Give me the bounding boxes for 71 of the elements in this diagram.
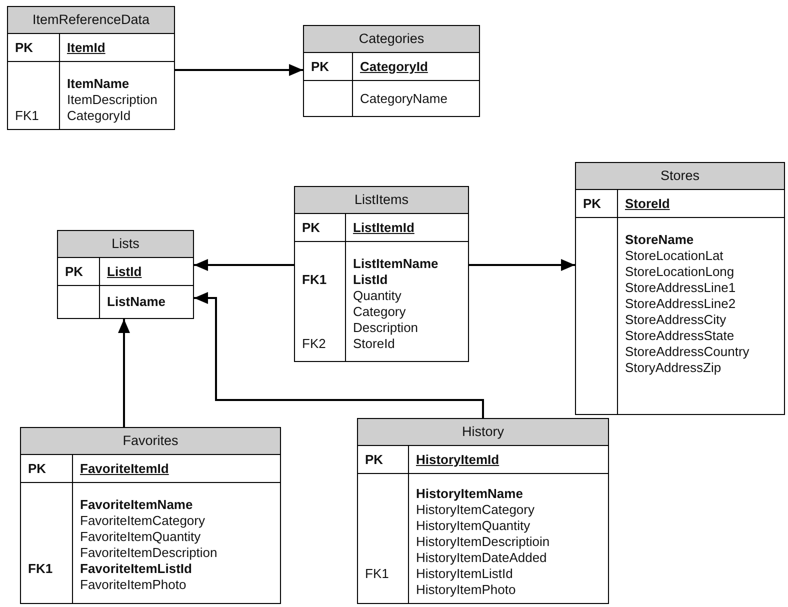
field-name: ItemId: [66, 38, 106, 57]
relationship-arrow: [469, 259, 575, 271]
entity-table: [575, 162, 785, 415]
relationship-arrow: [175, 64, 303, 76]
key-label: PK: [65, 264, 84, 279]
field-name: StoreLocationLong: [624, 263, 734, 282]
field-name: StoreAddressState: [624, 327, 734, 346]
relationship-arrow: [194, 292, 484, 418]
table-title: Categories: [358, 30, 424, 48]
key-label: PK: [28, 460, 46, 476]
field-name: ListName: [106, 293, 166, 312]
key-label: FK1: [15, 108, 39, 124]
key-label: PK: [15, 40, 34, 55]
table-title: Lists: [112, 234, 140, 253]
field-name: Quantity: [352, 287, 402, 306]
field-name: ListItemName: [352, 255, 438, 274]
entity-table: [57, 230, 194, 319]
key-label: PK: [311, 58, 330, 74]
table-title: History: [462, 422, 504, 441]
entity-table: [7, 6, 175, 130]
field-name: StoreAddressLine1: [624, 279, 736, 298]
field-name: HistoryItemQuantity: [415, 517, 530, 536]
field-name: StoreId: [352, 335, 395, 354]
field-name: StoreName: [624, 231, 694, 250]
field-name: HistoryItemDateAdded: [415, 549, 547, 568]
field-name: ListId: [352, 271, 388, 290]
key-label: PK: [302, 220, 320, 235]
relationship-arrow: [194, 259, 294, 271]
field-name: ItemName: [66, 75, 130, 94]
field-name: FavoriteItemCategory: [79, 512, 205, 530]
field-name: HistoryItemListId: [415, 565, 513, 584]
key-label: PK: [365, 452, 384, 467]
field-name: StoreAddressCity: [624, 311, 726, 330]
field-name: HistoryItemCategory: [415, 501, 534, 520]
entity-table: [20, 427, 281, 604]
field-name: Description: [352, 319, 418, 338]
key-label: FK2: [302, 336, 326, 352]
key-label: FK1: [365, 566, 389, 582]
field-name: HistoryItemId: [415, 450, 500, 469]
field-name: FavoriteItemListId: [79, 560, 192, 578]
entity-table: [303, 25, 480, 117]
table-title: ItemReferenceData: [32, 10, 150, 29]
field-name: HistoryItemName: [415, 485, 523, 504]
field-name: FavoriteItemName: [79, 496, 193, 514]
entity-table: [294, 186, 469, 362]
field-name: StoreId: [624, 194, 670, 213]
field-name: ItemDescription: [66, 91, 158, 110]
entity-table: [357, 418, 609, 604]
field-name: StoreAddressCountry: [624, 343, 750, 362]
field-name: CategoryId: [66, 107, 131, 126]
field-name: FavoriteItemId: [79, 460, 169, 478]
field-name: Category: [352, 303, 406, 322]
field-name: HistoryItemPhoto: [415, 581, 516, 600]
field-name: FavoriteItemDescription: [79, 544, 218, 562]
field-name: HistoryItemDescriptioin: [415, 533, 550, 552]
field-name: StoreAddressLine2: [624, 295, 736, 314]
key-label: PK: [583, 196, 602, 211]
field-name: StoreLocationLat: [624, 247, 724, 266]
relationship-arrow: [118, 319, 130, 427]
field-name: FavoriteItemPhoto: [79, 576, 186, 594]
field-name: CategoryId: [359, 58, 428, 76]
key-label: FK1: [302, 272, 327, 288]
field-name: FavoriteItemQuantity: [79, 528, 201, 546]
table-title: Favorites: [122, 432, 178, 450]
field-name: StoryAddressZip: [624, 359, 722, 378]
field-name: CategoryName: [359, 90, 448, 108]
field-name: ListId: [106, 262, 142, 281]
table-title: ListItems: [354, 190, 408, 209]
key-label: FK1: [28, 561, 53, 576]
table-title: Stores: [660, 166, 700, 185]
field-name: ListItemId: [352, 218, 414, 237]
